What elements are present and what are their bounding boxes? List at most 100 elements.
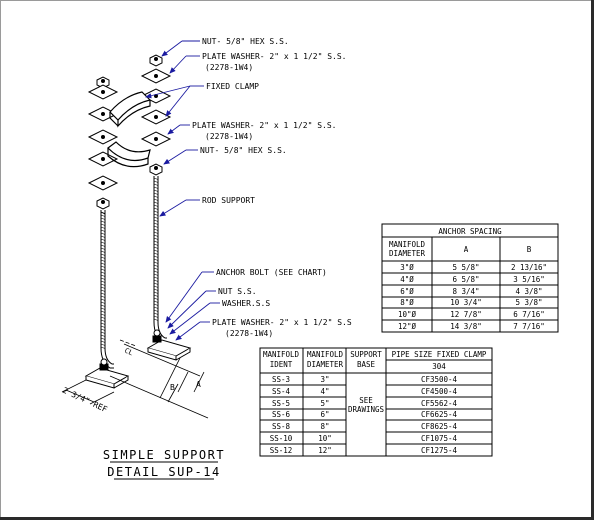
- nut-left-top: [96, 76, 110, 89]
- title-line1: SIMPLE SUPPORT: [103, 448, 225, 462]
- callout-fixed-clamp: FIXED CLAMP: [206, 82, 259, 91]
- clamp-cell: 12": [318, 446, 332, 455]
- washer-right-1: [140, 68, 172, 84]
- clamp-cell: CF1275-4: [421, 446, 458, 455]
- anchor-cell: 8"Ø: [400, 298, 414, 307]
- washer-left-1: [87, 84, 119, 100]
- clamp-table: [259, 347, 493, 457]
- anchor-cell: 14 3/8": [450, 322, 482, 331]
- washer-right-3: [140, 109, 172, 125]
- clamp-cell: 8": [320, 422, 329, 431]
- clamp-cell: SS-10: [270, 434, 293, 443]
- washer-left-3: [87, 129, 119, 145]
- clamp-cell: CF8625-4: [421, 422, 458, 431]
- clamp-header-support-2: BASE: [357, 360, 376, 369]
- clamp-cell: CF6625-4: [421, 410, 458, 419]
- clamp-cell: 4": [320, 387, 329, 396]
- dim-cl-label: CL: [123, 347, 134, 358]
- drawing-title: SIMPLE SUPPORT DETAIL SUP-14: [103, 448, 225, 480]
- nut-left-bottom: [96, 197, 110, 210]
- anchor-header-a: A: [464, 245, 469, 254]
- anchor-cell: 3"Ø: [400, 263, 414, 272]
- clamp-cell: 6": [320, 410, 329, 419]
- dim-ref-label: 2 3/4" REF: [61, 386, 109, 415]
- callout-washer-top-line2: (2278-1W4): [205, 63, 253, 72]
- anchor-cell: 3 5/16": [513, 275, 545, 284]
- callout-washer-mid-line1: PLATE WASHER- 2" x 1 1/2" S.S.: [192, 121, 337, 130]
- clamp-header-manifold-ident-2: IDENT: [270, 360, 293, 369]
- clamp-cell: SS-8: [272, 422, 291, 431]
- anchor-cell: 12 7/8": [450, 310, 482, 319]
- clamp-cell: 10": [318, 434, 332, 443]
- anchor-cell: 5 3/8": [515, 298, 542, 307]
- clamp-cell: 3": [320, 375, 329, 384]
- clamp-base-see: SEE: [359, 396, 373, 405]
- callout-washer-low-line1: PLATE WASHER- 2" x 1 1/2" S.S: [212, 318, 352, 327]
- anchor-table-title: ANCHOR SPACING: [438, 227, 502, 236]
- dim-b-label: B: [170, 383, 175, 392]
- callout-washer-mid-line2: (2278-1W4): [205, 132, 253, 141]
- callout-washer-ss: WASHER.S.S: [222, 299, 270, 308]
- frame-right-edge: [591, 0, 594, 520]
- anchor-header-manifold: MANIFOLD: [389, 240, 426, 249]
- callout-washer-top-line1: PLATE WASHER- 2" x 1 1/2" S.S.: [202, 52, 347, 61]
- anchor-header-diameter: DIAMETER: [389, 249, 426, 258]
- washer-left-5: [87, 175, 119, 191]
- anchor-cell: 5 5/8": [452, 263, 479, 272]
- nut-right-top: [149, 54, 163, 67]
- callout-labels: NUT- 5/8" HEX S.S. PLATE WASHER- 2" x 1 …: [192, 37, 352, 338]
- clamp-header-304: 304: [432, 362, 446, 371]
- leader-lines: [145, 40, 220, 341]
- clamp-cell: SS-4: [272, 387, 291, 396]
- anchor-cell: 4 3/8": [515, 287, 542, 296]
- callout-nut-ss: NUT S.S.: [218, 287, 257, 296]
- anchor-cell: 10 3/4": [450, 298, 482, 307]
- clamp-header-manifold-ident-1: MANIFOLD: [263, 350, 300, 359]
- rod-right: [153, 176, 167, 343]
- dim-a-label: A: [196, 380, 201, 389]
- washer-left-4: [87, 151, 119, 167]
- clamp-header-manifold-dia-2: DIAMETER: [307, 360, 344, 369]
- fixed-clamp: [107, 91, 152, 168]
- callout-washer-low-line2: (2278-1W4): [225, 329, 273, 338]
- clamp-cell: CF4500-4: [421, 387, 458, 396]
- clamp-base-drawings: DRAWINGS: [348, 405, 385, 414]
- nut-right-bottom: [149, 163, 163, 176]
- anchor-cell: 12"Ø: [398, 322, 417, 331]
- callout-rod-support: ROD SUPPORT: [202, 196, 255, 205]
- clamp-cell: SS-12: [270, 446, 293, 455]
- clamp-cell: CF5562-4: [421, 399, 458, 408]
- clamp-cell: CF1075-4: [421, 434, 458, 443]
- anchor-header-b: B: [527, 245, 532, 254]
- clamp-cell: SS-5: [272, 399, 290, 408]
- clamp-header-manifold-dia-1: MANIFOLD: [307, 350, 344, 359]
- dimension-lines: [61, 339, 209, 419]
- anchor-cell: 10"Ø: [398, 310, 417, 319]
- clamp-table-rows: SS-3 3" CF3500-4SS-4 4" CF4500-4SS-5 5" CF5562…: [270, 375, 458, 455]
- rod-threads: [100, 177, 159, 349]
- base-plate-right: [146, 329, 192, 361]
- frame-bottom-edge: [0, 517, 594, 520]
- callout-nut-mid: NUT- 5/8" HEX S.S.: [200, 146, 287, 155]
- exploded-hardware-stack: [87, 54, 172, 210]
- anchor-cell: 4"Ø: [400, 275, 414, 284]
- clamp-header-support-1: SUPPORT: [350, 350, 382, 359]
- title-line2: DETAIL SUP-14: [107, 465, 220, 479]
- anchor-spacing-table: [381, 223, 559, 333]
- callout-nut-top: NUT- 5/8" HEX S.S.: [202, 37, 289, 46]
- anchor-cell: 6 7/16": [513, 310, 545, 319]
- washer-right-4: [140, 131, 172, 147]
- anchor-cell: 8 3/4": [452, 287, 479, 296]
- callout-anchor-bolt: ANCHOR BOLT (SEE CHART): [216, 268, 327, 277]
- clamp-cell: SS-3: [272, 375, 290, 384]
- clamp-cell: CF3500-4: [421, 375, 458, 384]
- base-plate-left: [84, 358, 130, 389]
- clamp-cell: 5": [320, 399, 329, 408]
- clamp-cell: SS-6: [272, 410, 291, 419]
- anchor-cell: 7 7/16": [513, 322, 545, 331]
- clamp-header-pipe-size: PIPE SIZE FIXED CLAMP: [392, 350, 487, 359]
- anchor-cell: 6 5/8": [452, 275, 479, 284]
